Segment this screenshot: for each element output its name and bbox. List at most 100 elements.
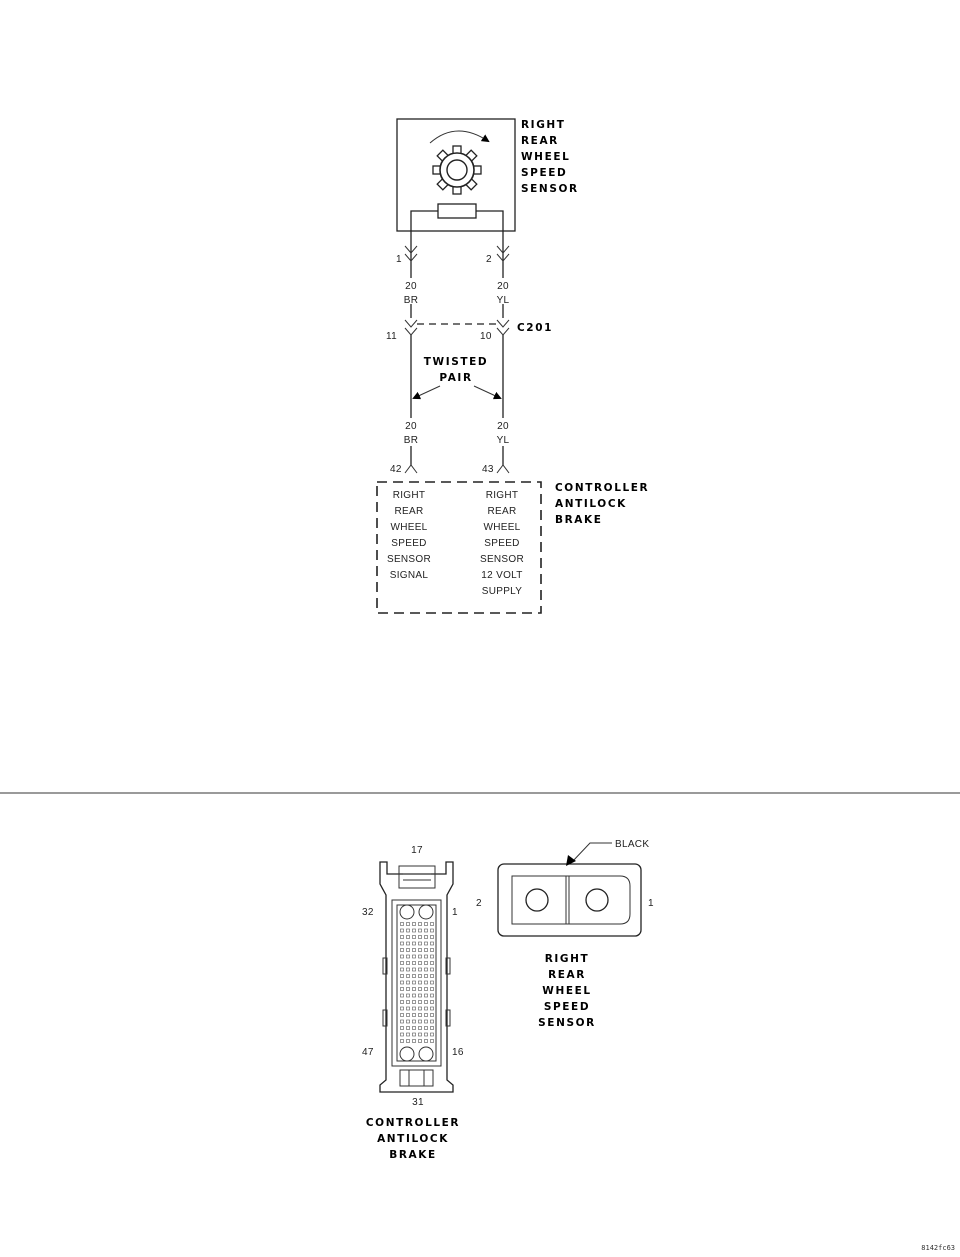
svg-text:REAR: REAR [521,135,559,147]
connector-pin-cavity [430,1019,434,1024]
c201-terminal-right [496,319,510,336]
connector-pin-cavity [424,1013,428,1017]
label-gap-left-2 [402,418,420,446]
connector-pin-cavity [430,1026,434,1030]
pin-sensor-2: 2 [486,254,492,265]
connector-pin-cavity [418,1026,422,1030]
connector-pin-cavity [412,928,416,933]
connector-pin-cavity [418,993,422,998]
sensor-element [437,203,477,219]
connector-pin-cavity [430,941,434,946]
svg-text:WHEEL: WHEEL [521,151,570,163]
svg-text:BRAKE: BRAKE [555,514,603,526]
connector-pin-cavity [430,1032,434,1037]
connector-pin-cavity [412,1026,416,1030]
connector-pin-cavity [430,928,434,933]
pin-abs-43: 43 [482,464,494,475]
sensor-terminal-left [404,245,418,262]
connector-pin-cavity [424,1026,428,1030]
wire-right-color-2: YL [497,435,510,446]
connector-pin-cavity [406,1006,410,1011]
connector-pin-cavity [418,1000,422,1004]
svg-text:REAR: REAR [488,506,517,517]
connector-pin-cavity [412,935,416,939]
connector-pin-cavity [418,928,422,933]
controller-connector-title: CONTROLLER ANTILOCK BRAKE [366,1117,460,1161]
connector-pin-cavity [418,1013,422,1017]
connector-pin-cavity [430,967,434,972]
controller-box [376,481,542,614]
connector-pin-cavity [406,928,410,933]
connector-pin-cavity [430,980,434,985]
connector-pin-cavity [418,967,422,972]
connector-pin-cavity [424,993,428,998]
connector-pin-cavity [424,974,428,978]
pin-abs-42: 42 [390,464,402,475]
connector-pin-cavity [430,987,434,991]
sensor-box [396,118,516,232]
label-gap-right-2 [494,418,512,446]
connector-c201-label: C201 [517,322,553,334]
connector-pin-cavity [400,1019,404,1024]
sensor-terminal-right [496,245,510,262]
figure-id: 8142fc63 [921,1244,955,1252]
pin-c201-11: 11 [386,331,397,342]
abs-terminal-left [404,464,418,474]
connector-pin-cavity [430,1006,434,1011]
connector-pin-cavity [424,1019,428,1024]
svg-text:SPEED: SPEED [391,538,426,549]
connector-pin-cavity [406,987,410,991]
black-callout-arrow-icon [566,855,576,866]
gear-icon [432,145,482,195]
connector-pin-cavity [430,922,434,926]
connector-pin-cavity [430,954,434,959]
sensor-connector-title: RIGHT REAR WHEEL SPEED SENSOR [538,953,596,1029]
controller-pin-grid [400,922,434,1043]
connector-pin-cavity [400,980,404,985]
connector-pin-cavity [418,948,422,952]
connector-pin-cavity [412,961,416,965]
connector-pin-cavity [400,922,404,926]
connector-pin-cavity [418,961,422,965]
svg-text:SENSOR: SENSOR [521,183,579,195]
connector-pin-cavity [424,1006,428,1011]
svg-text:12 VOLT: 12 VOLT [481,570,522,581]
connector-pin-cavity [424,922,428,926]
controller-title: CONTROLLER ANTILOCK BRAKE [555,482,648,526]
label-gap-right-1 [494,278,512,304]
twisted-pair-label-1: TWISTED [424,356,488,368]
connector-pin-cavity [412,974,416,978]
connector-pin-cavity [424,948,428,952]
c201-terminal-left [404,319,418,336]
connector-pin-cavity [412,967,416,972]
connector-pin-cavity [400,935,404,939]
connector-pin-cavity [406,961,410,965]
connector-pin-cavity [418,1039,422,1043]
connector-pin-cavity [430,1000,434,1004]
pin-ctrl-32: 32 [362,907,374,918]
connector-pin-cavity [400,948,404,952]
connector-pin-cavity [400,1000,404,1004]
connector-pin-cavity [418,980,422,985]
connector-pin-cavity [424,1039,428,1043]
connector-pin-cavity [418,1019,422,1024]
svg-text:ANTILOCK: ANTILOCK [377,1133,449,1145]
connector-pin-cavity [412,954,416,959]
connector-pin-cavity [412,1006,416,1011]
connector-pin-cavity [418,1006,422,1011]
svg-text:CONTROLLER: CONTROLLER [366,1117,460,1129]
wire-right-gauge-2: 20 [497,421,509,432]
connector-pin-cavity [424,980,428,985]
wire-left-color-1: BR [404,295,419,306]
connector-pin-cavity [418,922,422,926]
connector-pin-cavity [424,987,428,991]
sensor-internal-wiring [410,210,504,231]
svg-text:SENSOR: SENSOR [538,1017,596,1029]
connector-pin-cavity [424,941,428,946]
connector-pin-cavity [406,993,410,998]
sensor-connector-view [497,863,642,937]
svg-text:WHEEL: WHEEL [483,522,520,533]
connector-pin-cavity [412,980,416,985]
twisted-pair-arrow-left [412,385,441,400]
